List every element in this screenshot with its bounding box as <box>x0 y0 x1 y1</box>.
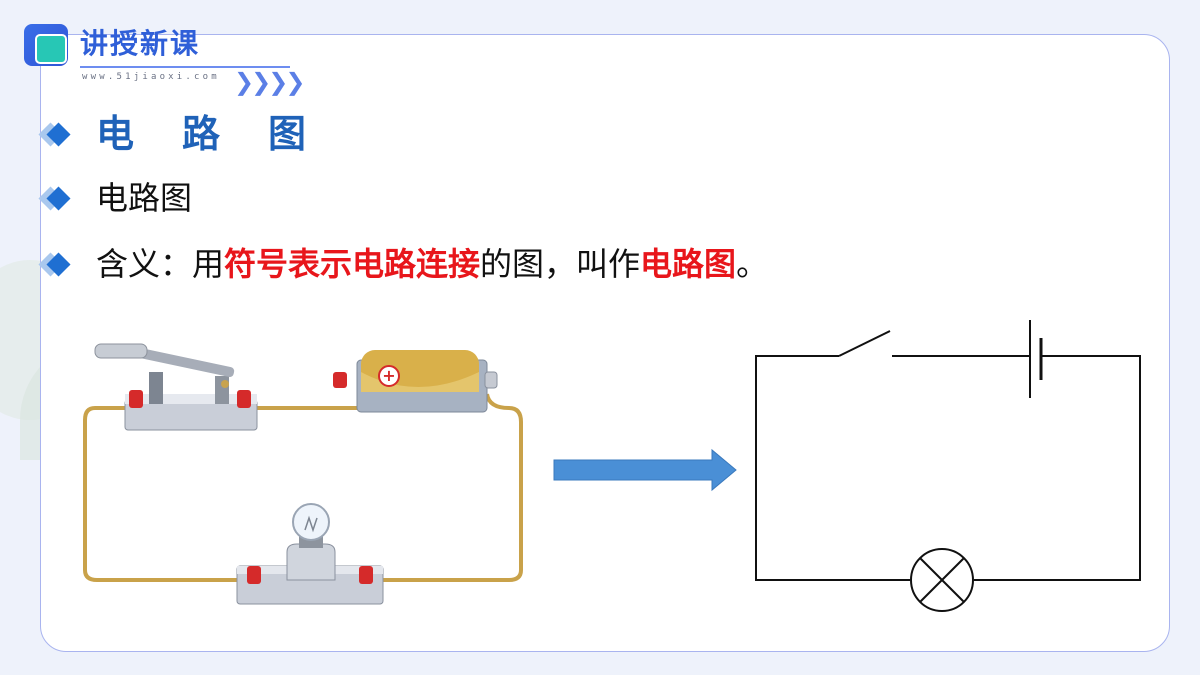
light-bulb-icon <box>236 503 384 605</box>
header-logo: 讲授新课 www.51jiaoxi.com ❯❯❯❯ <box>24 24 305 96</box>
circuit-diagram-image <box>744 312 1150 616</box>
physical-circuit-drawing: + <box>83 343 523 605</box>
battery-plus-sign: + <box>382 366 395 385</box>
title-underline <box>80 66 290 68</box>
definition-text: 含义：用符号表示电路连接的图，叫作电路图。 <box>96 242 768 286</box>
definition-term: 电路图 <box>640 245 737 283</box>
bullet-heading: 电路图 <box>38 110 355 158</box>
wire <box>369 393 523 582</box>
site-url: www.51jiaoxi.com <box>82 72 220 82</box>
definition-suffix: 。 <box>736 245 769 283</box>
circuit-schematic <box>755 320 1141 612</box>
section-title: 讲授新课 <box>80 27 201 60</box>
bullet-item: 含义：用符号表示电路连接的图，叫作电路图。 <box>38 242 768 286</box>
lamp-symbol <box>910 548 974 612</box>
wire <box>83 406 249 582</box>
battery-icon: + <box>333 350 498 413</box>
definition-prefix: 含义：用 <box>96 245 225 283</box>
bullet-text: 电路图 <box>96 179 193 217</box>
chevron-right-icon: ❯❯❯❯ <box>234 68 305 96</box>
schematic-wire <box>755 355 910 581</box>
switch-symbol <box>838 330 891 357</box>
knife-switch-icon <box>94 343 258 431</box>
bullet-item: 电路图 <box>38 176 193 220</box>
slide-heading: 电路图 <box>96 112 355 156</box>
arrow-right-icon <box>553 448 737 492</box>
physical-circuit-image: + <box>77 332 530 614</box>
logo-icon-inner <box>35 34 67 64</box>
definition-highlight: 符号表示电路连接 <box>224 245 481 283</box>
definition-middle: 的图，叫作 <box>480 245 641 283</box>
schematic-wire <box>974 355 1141 581</box>
